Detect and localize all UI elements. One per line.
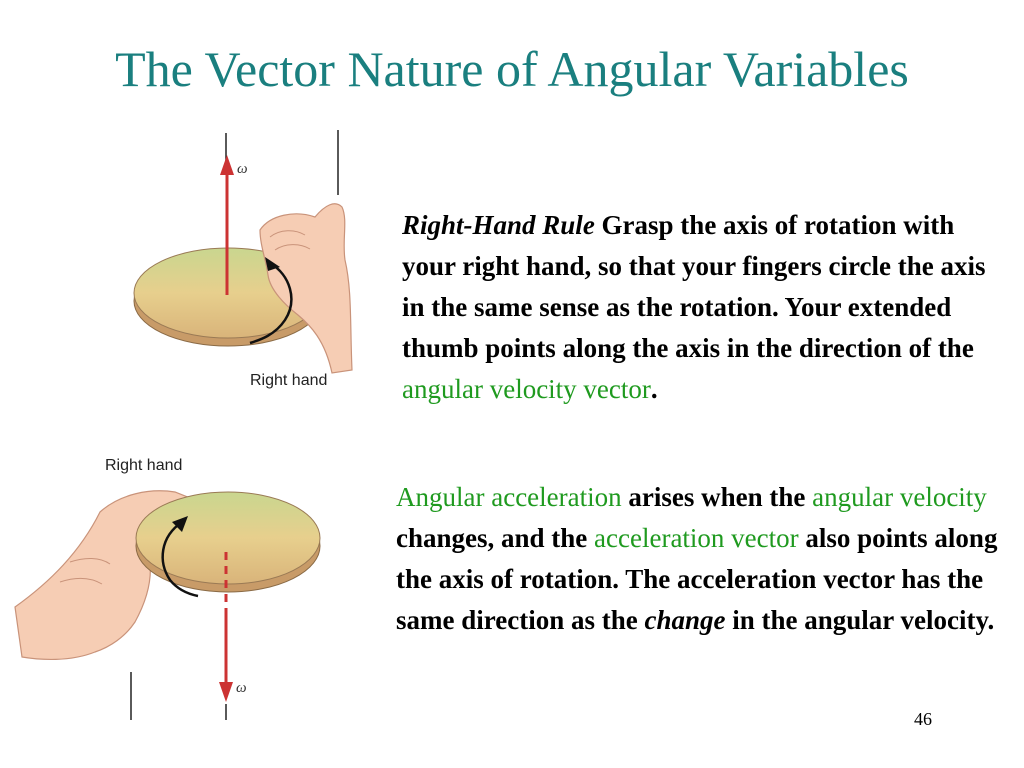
paragraph2-text4: in the angular velocity.: [725, 605, 995, 635]
disk-top-bottom: [135, 491, 321, 585]
paragraph2-text2: changes, and the: [396, 523, 595, 553]
paragraph1-end: .: [650, 374, 658, 404]
angular-acceleration-paragraph: Angular acceleration arises when the ang…: [396, 477, 1006, 641]
figure-label-bottom: Right hand: [105, 457, 182, 474]
slide-number: 46: [914, 709, 932, 729]
right-hand-rule-paragraph: Right-Hand Rule Grasp the axis of rotati…: [402, 205, 1002, 410]
change-term: change: [644, 605, 726, 635]
omega-arrowhead: [220, 155, 234, 175]
paragraph2-text1: arises when the: [621, 482, 813, 512]
omega-symbol-top: ω: [237, 161, 248, 177]
right-hand-rule-term: Right-Hand Rule: [402, 210, 595, 240]
angular-acceleration-term: Angular acceleration: [396, 482, 622, 512]
slide-title: The Vector Nature of Angular Variables: [115, 41, 909, 97]
angular-velocity-vector-term: angular velocity vector: [402, 374, 651, 404]
figure-label-top: Right hand: [250, 372, 327, 389]
angular-velocity-term: angular velocity: [812, 482, 987, 512]
rotation-arrow-bottom: [161, 520, 199, 598]
omega-symbol-bottom: ω: [236, 680, 247, 696]
hand-top: [259, 203, 353, 374]
top-figure: ω Right hand: [133, 130, 353, 389]
paragraph2-text3: also points along the axis of rotation. …: [396, 523, 998, 635]
paragraph1-text: Grasp the axis of rotation with your rig…: [402, 210, 986, 363]
omega-arrowhead-bottom: [219, 682, 233, 702]
rotation-arrow-top: [249, 261, 293, 345]
bottom-figure: Right hand ω: [14, 457, 321, 720]
acceleration-vector-term: acceleration vector: [594, 523, 799, 553]
